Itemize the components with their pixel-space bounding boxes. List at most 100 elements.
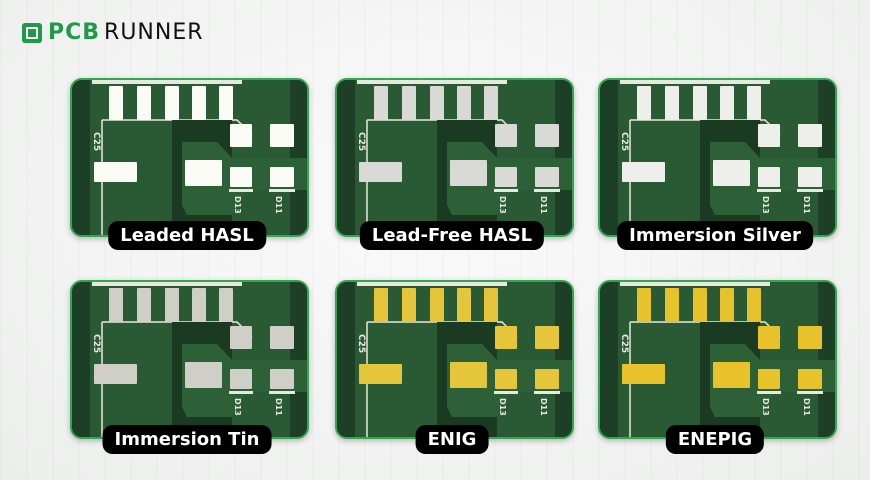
- pad-top-2: [665, 288, 679, 322]
- silkscreen-d11: D11: [539, 196, 548, 214]
- pad-center: [185, 362, 222, 388]
- pad-top-1: [374, 86, 388, 120]
- pad-c25: [622, 162, 665, 182]
- pad-top-4: [720, 288, 734, 322]
- pad-d13: [230, 369, 252, 389]
- pad-small-1: [230, 124, 252, 147]
- pad-small-2: [798, 326, 822, 349]
- logo-text-runner: RUNNER: [104, 20, 204, 45]
- pad-top-5: [484, 288, 498, 322]
- pad-top-3: [430, 86, 444, 120]
- pad-top-4: [192, 86, 206, 120]
- pad-d13: [758, 167, 780, 187]
- pad-small-1: [495, 326, 517, 349]
- pad-d11: [798, 369, 822, 389]
- pad-top-3: [693, 288, 707, 322]
- pad-d13: [230, 167, 252, 187]
- pad-d11: [270, 369, 294, 389]
- silkscreen-c25: C25: [91, 132, 101, 151]
- finish-label-lead-free-hasl: Lead-Free HASL: [359, 221, 545, 250]
- silkscreen-d13: D13: [498, 398, 507, 416]
- silkscreen-d11: D11: [274, 398, 283, 416]
- pad-top-5: [484, 86, 498, 120]
- pad-top-1: [637, 288, 651, 322]
- finish-label-leaded-hasl: Leaded HASL: [108, 221, 266, 250]
- pad-c25: [359, 364, 402, 384]
- pad-top-5: [219, 288, 233, 322]
- pad-top-1: [374, 288, 388, 322]
- pad-c25: [94, 162, 137, 182]
- pad-center: [185, 160, 222, 186]
- pad-top-1: [637, 86, 651, 120]
- silkscreen-d11: D11: [802, 196, 811, 214]
- logo-text-pcb: PCB: [48, 20, 101, 45]
- silkscreen-d11: D11: [539, 398, 548, 416]
- pad-c25: [359, 162, 402, 182]
- silkscreen-d13: D13: [761, 398, 770, 416]
- pad-top-3: [430, 288, 444, 322]
- finish-label-immersion-silver: Immersion Silver: [617, 221, 813, 250]
- pad-small-1: [758, 326, 780, 349]
- pad-d13: [758, 369, 780, 389]
- pad-top-5: [219, 86, 233, 120]
- pad-c25: [94, 364, 137, 384]
- silkscreen-c25: C25: [619, 132, 629, 151]
- pad-small-2: [535, 124, 559, 147]
- silkscreen-c25: C25: [619, 334, 629, 353]
- silkscreen-d11: D11: [802, 398, 811, 416]
- pad-top-1: [109, 288, 123, 322]
- silkscreen-d13: D13: [498, 196, 507, 214]
- pad-small-2: [798, 124, 822, 147]
- pad-top-4: [192, 288, 206, 322]
- pad-top-2: [137, 288, 151, 322]
- pad-d13: [495, 369, 517, 389]
- pad-top-2: [402, 86, 416, 120]
- pad-top-4: [457, 86, 471, 120]
- finish-label-immersion-tin: Immersion Tin: [102, 425, 272, 454]
- pad-center: [713, 160, 750, 186]
- pad-top-4: [720, 86, 734, 120]
- silkscreen-d13: D13: [233, 196, 242, 214]
- pad-small-1: [758, 124, 780, 147]
- pad-small-2: [270, 326, 294, 349]
- pad-small-2: [535, 326, 559, 349]
- pad-small-1: [230, 326, 252, 349]
- finish-label-enepig: ENEPIG: [665, 425, 765, 454]
- circuit-chip-icon: [22, 22, 42, 43]
- pad-top-5: [747, 86, 761, 120]
- silkscreen-d13: D13: [761, 196, 770, 214]
- pad-top-2: [402, 288, 416, 322]
- pad-d13: [495, 167, 517, 187]
- pad-small-1: [495, 124, 517, 147]
- pad-top-5: [747, 288, 761, 322]
- silkscreen-c25: C25: [91, 334, 101, 353]
- pad-small-2: [270, 124, 294, 147]
- pad-center: [713, 362, 750, 388]
- pad-d11: [270, 167, 294, 187]
- silkscreen-c25: C25: [356, 334, 366, 353]
- pad-top-4: [457, 288, 471, 322]
- pad-d11: [798, 167, 822, 187]
- pad-d11: [535, 167, 559, 187]
- silkscreen-c25: C25: [356, 132, 366, 151]
- finish-label-enig: ENIG: [415, 425, 489, 454]
- pad-d11: [535, 369, 559, 389]
- pad-top-2: [137, 86, 151, 120]
- pad-top-2: [665, 86, 679, 120]
- pad-center: [450, 160, 487, 186]
- pad-top-3: [165, 288, 179, 322]
- pad-top-3: [693, 86, 707, 120]
- silkscreen-d11: D11: [274, 196, 283, 214]
- pad-top-1: [109, 86, 123, 120]
- silkscreen-d13: D13: [233, 398, 242, 416]
- pad-center: [450, 362, 487, 388]
- pad-top-3: [165, 86, 179, 120]
- pad-c25: [622, 364, 665, 384]
